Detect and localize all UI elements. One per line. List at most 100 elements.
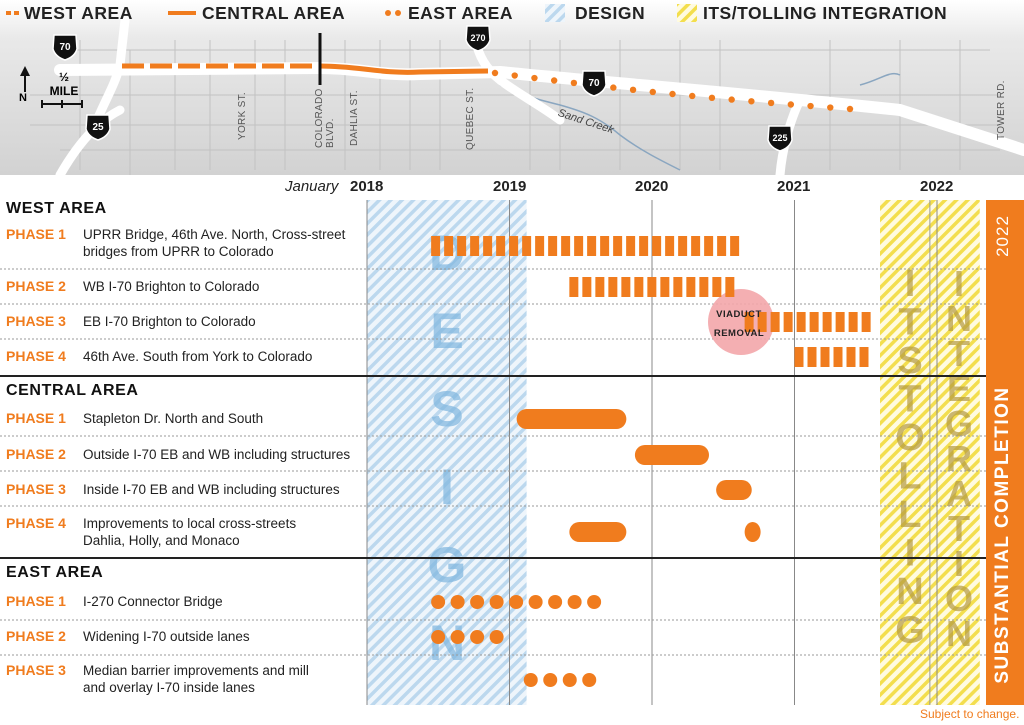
west-phase-1-bar <box>457 236 467 256</box>
west-phase-1-bar <box>561 236 571 256</box>
east-phase-1-bar <box>431 595 446 609</box>
its-letter-7: L <box>898 494 921 536</box>
east-line-dot <box>511 72 518 79</box>
east-line-dot <box>748 98 755 105</box>
central-phase-3-bar <box>716 480 752 500</box>
central-phase-2-bar <box>634 445 709 465</box>
substantial-completion-bar <box>986 200 1024 705</box>
substantial-completion-year: 2022 <box>993 215 1012 257</box>
year-label-2021: 2021 <box>777 178 811 195</box>
east-line-dot <box>708 94 716 102</box>
central-phase-3-label: PHASE 3 <box>6 481 66 497</box>
east-line-dot <box>491 69 499 77</box>
legend-its-swatch <box>677 4 697 22</box>
east-phase-2-label: PHASE 2 <box>6 628 66 644</box>
east-line-dot <box>570 79 578 87</box>
legend-central-label: CENTRAL AREA <box>202 3 346 23</box>
east-line-dot <box>728 96 735 103</box>
east-line-dot <box>846 105 854 113</box>
integration-letter-8: T <box>948 508 970 549</box>
central-area-line <box>319 63 489 75</box>
interstate-70-icon: 70 <box>581 70 607 97</box>
central-phase-4-bar <box>744 522 761 542</box>
street-colorado: COLORADO BLVD. <box>314 88 336 148</box>
west-phase-1-bar <box>665 236 675 256</box>
west-phase-3-bar <box>783 312 793 332</box>
west-phase-3-bar <box>744 312 754 332</box>
west-phase-1-bar <box>444 236 454 256</box>
west-phase-1-bar <box>496 236 506 256</box>
area-heading-east: EAST AREA <box>6 564 104 581</box>
central-phase-3-task: Inside I-70 EB and WB including structur… <box>83 482 340 497</box>
east-line-dot <box>531 74 538 82</box>
legend-west-label: WEST AREA <box>24 3 133 23</box>
west-phase-2-bar <box>569 277 579 297</box>
east-line-dot <box>610 84 617 91</box>
west-phase-3-bar <box>861 312 871 332</box>
west-phase-4-bar <box>833 347 843 367</box>
east-line-dot <box>629 86 637 94</box>
street-tower: TOWER RD. <box>996 80 1007 140</box>
shield-shape <box>465 25 491 52</box>
west-phase-1-bar <box>574 236 584 256</box>
subject-to-change-note: Subject to change. <box>920 707 1020 721</box>
design-letter-3: S <box>430 381 463 437</box>
shield-number: 70 <box>59 42 71 53</box>
substantial-completion-label: SUBSTANTIAL COMPLETION <box>992 386 1013 684</box>
west-phase-1-bar <box>678 236 688 256</box>
integration-letter-2: N <box>946 298 972 339</box>
west-phase-2-bar <box>582 277 592 297</box>
east-phase-1-bar <box>470 595 485 609</box>
legend-its-label: ITS/TOLLING INTEGRATION <box>703 3 948 23</box>
east-phase-3-bar <box>562 673 577 687</box>
central-phase-4-label: PHASE 4 <box>6 515 66 531</box>
east-line-dot <box>807 102 814 110</box>
shield-shape <box>581 70 607 97</box>
viaduct-removal-label: VIADUCT REMOVAL <box>713 305 765 343</box>
west-phase-1-bar <box>548 236 558 256</box>
street-york: YORK ST. <box>237 92 248 140</box>
east-line-dot <box>689 92 696 100</box>
west-phase-4-bar <box>859 347 869 367</box>
east-phase-1-label: PHASE 1 <box>6 593 66 609</box>
west-phase-2-label: PHASE 2 <box>6 278 66 294</box>
west-phase-4-bar <box>807 347 817 367</box>
central-phase-2-label: PHASE 2 <box>6 446 66 462</box>
year-gridlines <box>366 200 938 705</box>
design-letter-5: G <box>428 537 467 593</box>
west-phase-2-bar <box>608 277 618 297</box>
interstate-25-icon: 25 <box>85 114 111 141</box>
east-phase-3-label: PHASE 3 <box>6 662 66 678</box>
legend-design-swatch <box>545 4 565 22</box>
west-phase-1-bar <box>613 236 623 256</box>
west-phase-3-task: EB I-70 Brighton to Colorado <box>83 314 256 329</box>
north-label: N <box>19 92 27 104</box>
east-line-dot <box>767 99 775 107</box>
east-phase-1-bar <box>509 595 524 609</box>
east-phase-3-task: Median barrier improvements and mill and… <box>83 663 309 695</box>
east-phase-1-bar <box>587 595 602 609</box>
area-heading-central: CENTRAL AREA <box>6 382 139 399</box>
central-phase-4-task: Improvements to local cross-streets Dahl… <box>83 516 297 548</box>
east-phase-1-task: I-270 Connector Bridge <box>83 594 223 609</box>
integration-letter-11: N <box>946 613 972 654</box>
east-phase-2-bar <box>450 630 465 644</box>
west-phase-1-bar <box>717 236 727 256</box>
east-phase-2-bar <box>470 630 485 644</box>
east-phase-1-bar <box>548 595 563 609</box>
west-phase-1-task: UPRR Bridge, 46th Ave. North, Cross-stre… <box>83 227 346 259</box>
legend-swatches <box>6 4 697 22</box>
west-phase-1-bar <box>730 236 740 256</box>
west-phase-3-bar <box>809 312 819 332</box>
viaduct-line-2: REMOVAL <box>713 328 765 339</box>
shield-shape <box>767 125 793 152</box>
east-phase-2-bar <box>431 630 446 644</box>
west-phase-2-task: WB I-70 Brighton to Colorado <box>83 279 260 294</box>
west-phase-1-bar <box>691 236 701 256</box>
east-phase-1-bar <box>489 595 504 609</box>
west-phase-1-bar <box>483 236 493 256</box>
west-phase-1-bar <box>600 236 610 256</box>
gantt-marks <box>431 236 871 687</box>
